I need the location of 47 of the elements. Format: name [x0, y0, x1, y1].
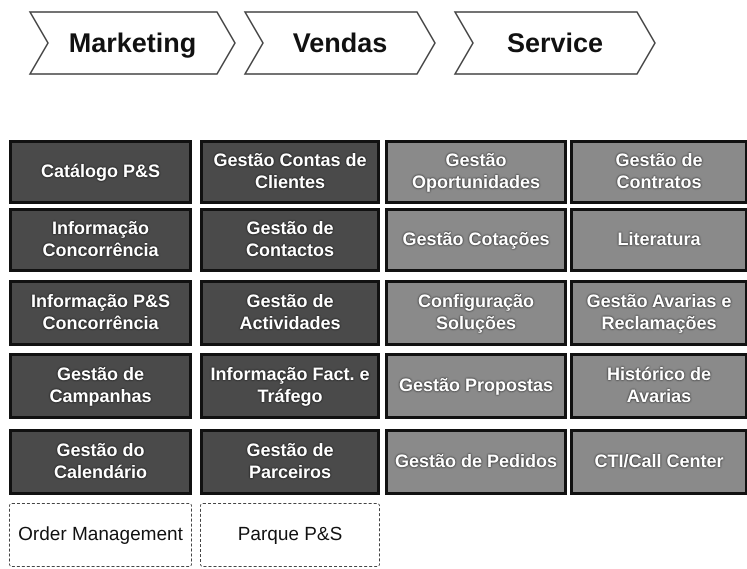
module-label: Gestão de Campanhas — [48, 364, 153, 408]
module-label: Gestão de Parceiros — [245, 440, 335, 484]
module-label: Parque P&S — [238, 522, 342, 547]
module-label: Gestão Propostas — [398, 375, 554, 397]
module-label: Histórico de Avarias — [606, 364, 712, 408]
module-label: Informação P&S Concorrência — [30, 291, 172, 335]
module-box — [9, 208, 192, 272]
stage-label: Service — [506, 28, 604, 58]
module-box — [200, 280, 380, 346]
module-label: Gestão de Contactos — [244, 218, 335, 262]
module-box — [385, 208, 567, 272]
module-box — [200, 503, 380, 567]
module-label: Informação Fact. e Tráfego — [209, 364, 371, 408]
module-label: Order Management — [18, 522, 183, 547]
module-label: Gestão Oportunidades — [410, 150, 541, 194]
module-box — [9, 280, 192, 346]
module-box — [200, 353, 380, 419]
module-box — [9, 429, 192, 495]
module-label: Literatura — [617, 229, 701, 251]
module-label: Gestão de Actividades — [238, 291, 342, 335]
module-label: Gestão Cotações — [402, 229, 550, 251]
module-label: Catálogo P&S — [40, 161, 160, 183]
module-label: CTI/Call Center — [594, 451, 724, 473]
module-label: Gestão de Contratos — [614, 150, 704, 194]
stage-label: Marketing — [68, 28, 196, 58]
module-box — [9, 353, 192, 419]
module-box — [570, 208, 747, 272]
module-box — [385, 280, 567, 346]
module-box — [570, 353, 747, 419]
module-box — [385, 353, 567, 419]
module-box — [385, 429, 567, 495]
module-box — [570, 140, 747, 204]
module-box — [570, 429, 747, 495]
module-box — [385, 140, 567, 204]
module-box — [200, 429, 380, 495]
module-label: Configuração Soluções — [416, 291, 535, 335]
module-label: Gestão Avarias e Reclamações — [586, 291, 732, 335]
stage-label: Vendas — [292, 28, 388, 58]
module-box — [200, 140, 380, 204]
module-label: Gestão do Calendário — [52, 440, 148, 484]
module-box — [200, 208, 380, 272]
module-label: Gestão Contas de Clientes — [212, 150, 368, 194]
module-label: Gestão de Pedidos — [394, 451, 558, 473]
module-box — [9, 140, 192, 204]
module-box — [9, 503, 192, 567]
module-label: Informação Concorrência — [41, 218, 160, 262]
module-box — [570, 280, 747, 346]
